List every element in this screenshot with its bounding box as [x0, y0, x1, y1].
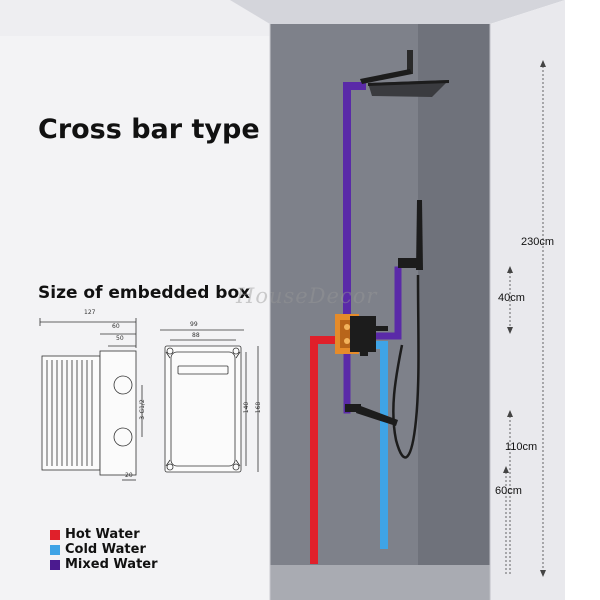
ceiling	[230, 0, 565, 24]
mixer-valve	[350, 316, 388, 356]
height-label-spout: 60cm	[495, 485, 522, 497]
legend-item: Mixed Water	[50, 557, 158, 572]
dim-20: 20	[125, 472, 133, 479]
legend-item: Hot Water	[50, 527, 158, 542]
brand-watermark: HouseDecor	[236, 284, 378, 308]
box-side-view	[39, 318, 143, 481]
dim-thread: 3-G1/2	[138, 399, 146, 420]
dim-168: 168	[255, 401, 263, 414]
height-label-total: 230cm	[521, 236, 555, 248]
legend-swatch	[50, 529, 60, 540]
dim-60: 60	[112, 323, 120, 330]
dim-88: 88	[192, 332, 200, 339]
box-drawing	[39, 318, 259, 481]
diagram-title: Cross bar type	[38, 114, 260, 145]
height-guides	[505, 62, 544, 575]
dim-99: 99	[190, 321, 198, 328]
mixed-pipe-head	[343, 82, 366, 334]
back-wall-shadow	[418, 24, 490, 600]
dim-50: 50	[116, 335, 124, 342]
left-wall-top	[0, 0, 270, 36]
floor	[270, 565, 490, 600]
legend-swatch	[50, 544, 60, 555]
legend-label: Hot Water	[65, 527, 140, 542]
box-front-view	[160, 329, 259, 473]
legend-swatch	[50, 559, 60, 570]
legend-label: Cold Water	[65, 542, 146, 557]
dim-140: 140	[243, 401, 251, 414]
legend-label: Mixed Water	[65, 557, 158, 572]
tub-spout	[345, 404, 398, 426]
hand-shower	[392, 200, 423, 459]
embedded-box-title: Size of embedded box	[38, 283, 251, 303]
height-label-valve: 110cm	[505, 441, 538, 453]
shower-head-assembly	[360, 50, 449, 97]
right-wall	[490, 0, 565, 600]
hot-pipe	[310, 336, 340, 564]
legend-item: Cold Water	[50, 542, 158, 557]
height-arrowheads	[503, 60, 546, 577]
height-label-head-to-valve: 40cm	[498, 292, 525, 304]
dim-127: 127	[84, 309, 96, 316]
